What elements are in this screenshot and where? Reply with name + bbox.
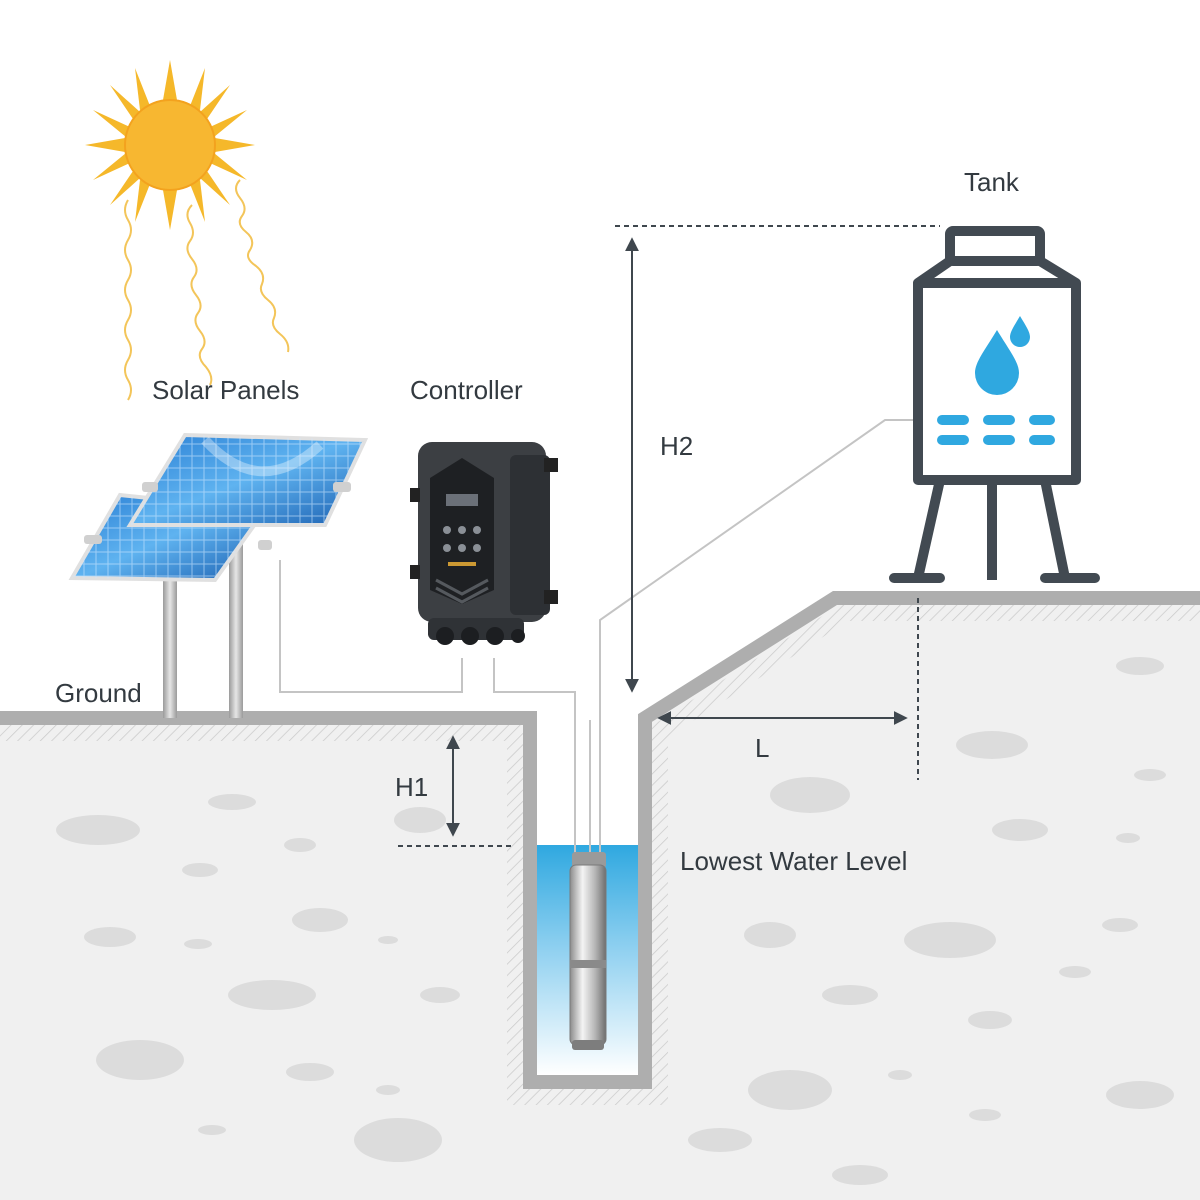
controller-icon	[410, 442, 558, 645]
label-tank: Tank	[964, 167, 1019, 197]
panel-pole-back	[163, 560, 177, 718]
ground-surface-line	[0, 591, 1200, 1089]
water-drop-icon	[975, 316, 1030, 395]
label-h2: H2	[660, 431, 694, 461]
dimension-lines	[398, 225, 940, 847]
solar-panel-icon	[68, 432, 369, 718]
sun-icon	[85, 60, 255, 230]
label-solar-panels: Solar Panels	[152, 375, 300, 405]
tank-level-marks	[937, 415, 1055, 445]
panel-pole-front	[229, 525, 243, 718]
label-ground: Ground	[55, 678, 142, 708]
sun-rays	[124, 179, 290, 401]
label-lowest-water-level: Lowest Water Level	[680, 846, 908, 876]
water-tank-icon	[889, 226, 1100, 583]
soil-rocks	[56, 657, 1174, 1185]
submersible-pump-icon	[569, 852, 607, 1050]
label-l: L	[755, 733, 770, 763]
label-h1: H1	[395, 772, 429, 802]
ground-body	[0, 591, 1200, 1200]
label-controller: Controller	[410, 375, 523, 405]
connection-wires	[279, 419, 915, 860]
